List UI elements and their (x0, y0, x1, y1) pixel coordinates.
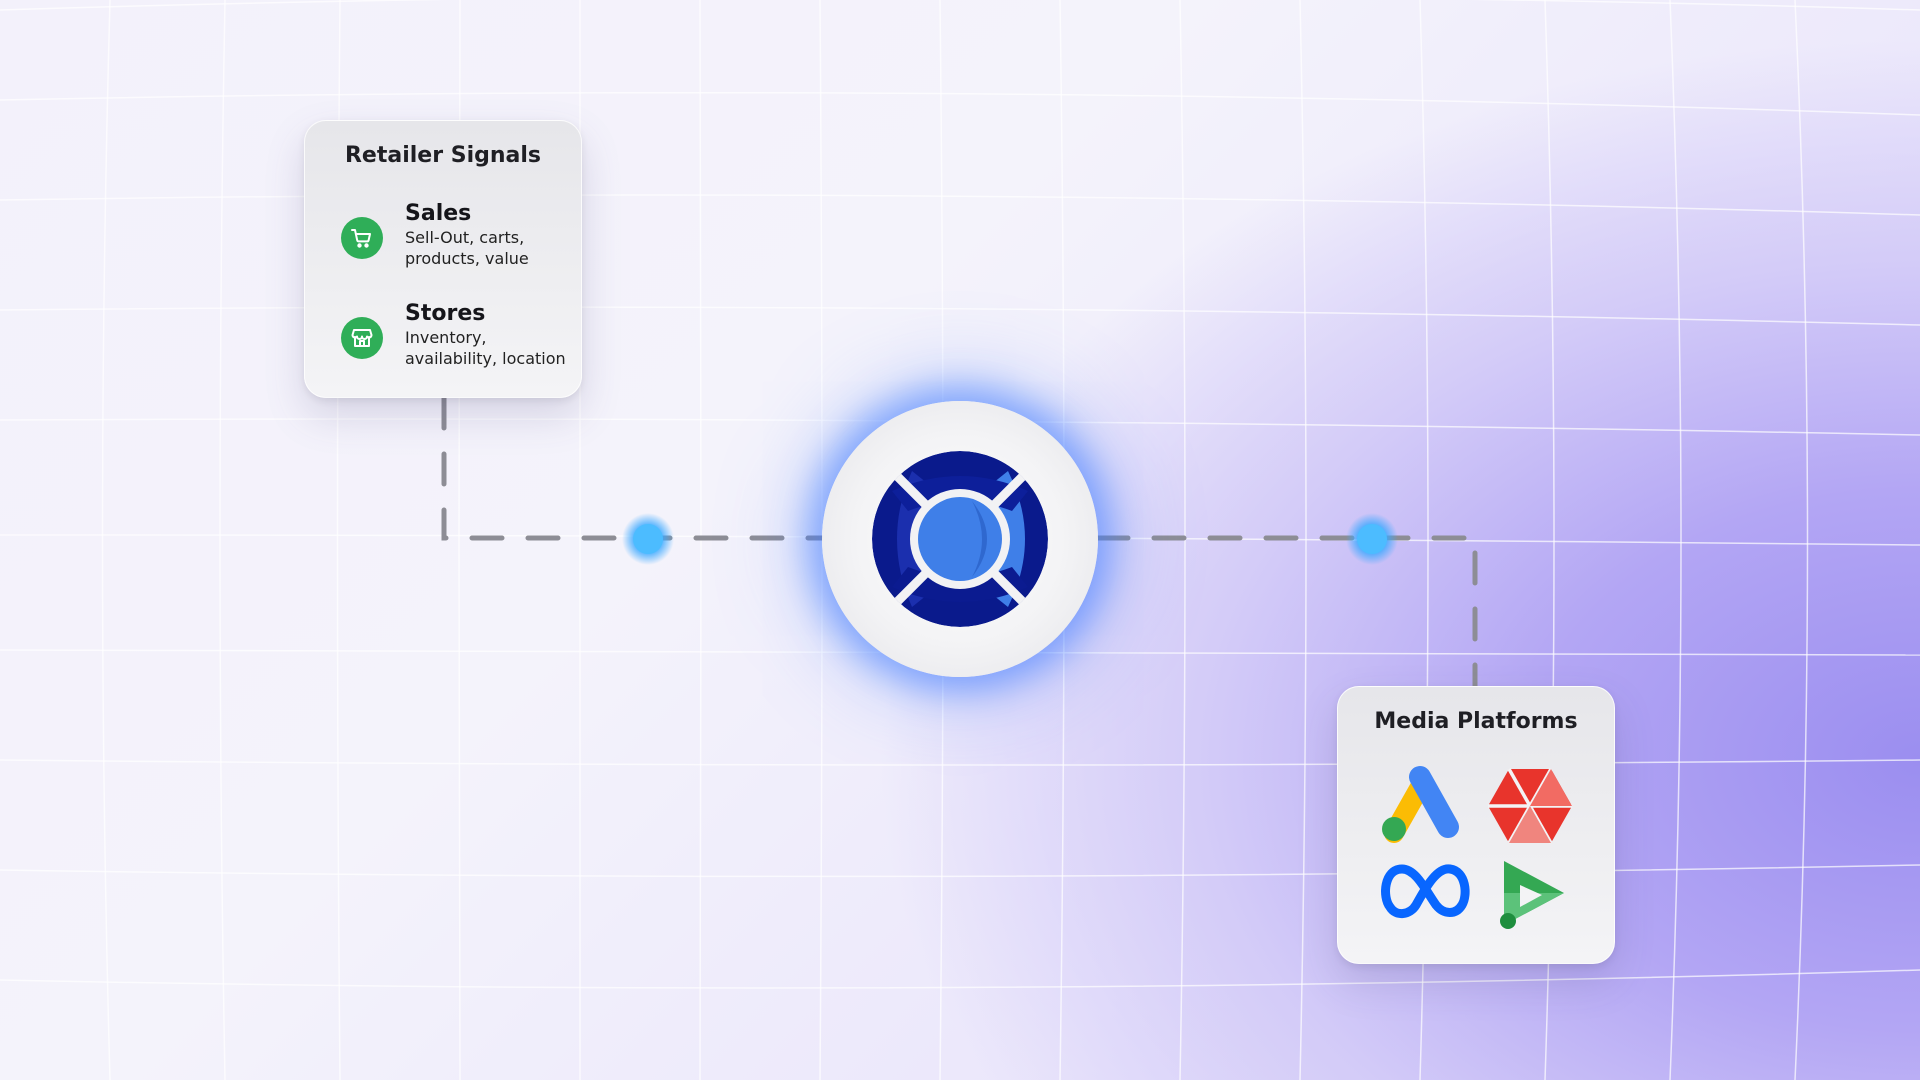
hexagon-ads-logo (1488, 768, 1572, 844)
signal-name-stores: Stores (405, 301, 486, 326)
connector-retailer-to-hub (441, 395, 825, 541)
play-ads-logo (1500, 861, 1564, 929)
signal-desc-sales-line1: Sell-Out, carts, (405, 228, 525, 247)
retailer-signals-title: Retailer Signals (344, 143, 541, 168)
signal-desc-stores-line1: Inventory, (405, 328, 487, 347)
signal-desc-stores-line2: availability, location (405, 349, 566, 368)
central-hub (822, 401, 1098, 677)
media-platforms-title: Media Platforms (1374, 709, 1578, 734)
central-platform-logo (872, 451, 1048, 627)
signal-name-sales: Sales (405, 201, 472, 226)
meta-logo (1381, 864, 1470, 918)
connector-hub-to-media (1095, 535, 1478, 689)
storefront-icon (341, 317, 383, 359)
shopping-cart-icon (341, 217, 383, 259)
signal-desc-sales-line2: products, value (405, 249, 529, 268)
signal-item-stores: Stores Inventory, availability, location (341, 301, 569, 369)
signal-item-sales: Sales Sell-Out, carts, products, value (341, 201, 569, 269)
google-ads-logo (1382, 766, 1459, 843)
media-platforms-card: Media Platforms (1337, 686, 1615, 964)
retailer-signals-card: Retailer Signals Sales Sell-Out, carts, … (304, 120, 582, 398)
